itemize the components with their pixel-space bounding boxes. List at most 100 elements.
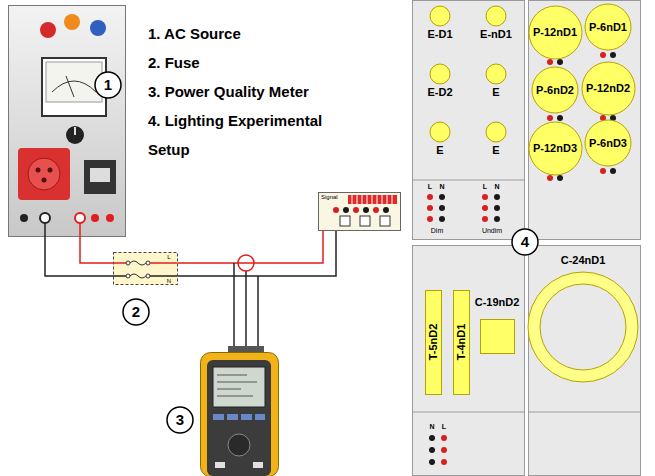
fuse-wire bbox=[150, 262, 177, 264]
meter-key bbox=[253, 462, 263, 468]
switch-label: Dim bbox=[431, 227, 443, 235]
callout-number: 3 bbox=[176, 411, 184, 429]
terminal-dot bbox=[557, 59, 563, 65]
terminal-dot bbox=[363, 207, 369, 213]
callout-circles bbox=[95, 72, 538, 433]
ring-lamp bbox=[527, 271, 639, 383]
terminal-dot bbox=[441, 435, 447, 441]
switch-label: Undim bbox=[482, 227, 502, 235]
switch bbox=[360, 216, 370, 226]
signal-board bbox=[319, 193, 401, 231]
terminal-dot bbox=[333, 207, 339, 213]
terminal-dot bbox=[441, 459, 447, 465]
bulb-circle bbox=[582, 62, 635, 115]
meter-lead bbox=[233, 263, 235, 352]
terminal-label: N bbox=[429, 423, 434, 431]
callout-circle bbox=[123, 299, 149, 325]
terminal-dot bbox=[547, 175, 553, 181]
lamp-node: E-D2 bbox=[427, 63, 452, 99]
terminal-dot bbox=[429, 435, 435, 441]
bulb-node: P-12nD1 bbox=[528, 5, 583, 60]
callout-number: 1 bbox=[104, 76, 112, 94]
terminal-dot bbox=[383, 207, 389, 213]
ring-outer bbox=[528, 272, 638, 382]
lamp-node: E bbox=[485, 63, 507, 99]
square-lamp bbox=[480, 319, 515, 354]
tube-lamp-node: T-5nD2 bbox=[425, 290, 442, 395]
meter-key bbox=[213, 414, 224, 420]
lamp-label: E bbox=[492, 86, 499, 99]
live-wire bbox=[80, 223, 113, 263]
terminal bbox=[91, 214, 99, 222]
lamp-label: E-nD1 bbox=[480, 28, 512, 41]
lamp-label: C-24nD1 bbox=[561, 254, 606, 267]
lamp-label: E-D1 bbox=[427, 28, 452, 41]
lamp-label: P-6nD2 bbox=[536, 84, 574, 97]
legend-item: 1. AC Source bbox=[148, 19, 241, 48]
terminal-dot bbox=[439, 216, 445, 222]
terminal-dot bbox=[429, 447, 435, 453]
bulb-node: P-6nD1 bbox=[584, 3, 632, 51]
breaker bbox=[84, 160, 116, 194]
rotary-switch bbox=[66, 126, 84, 144]
panel bbox=[413, 1, 525, 240]
meter-dial bbox=[228, 434, 250, 456]
live-wire bbox=[177, 206, 330, 263]
lamp-node: E-nD1 bbox=[480, 5, 512, 41]
meter-scale bbox=[52, 81, 96, 92]
current-clamp bbox=[238, 255, 254, 271]
socket-pin bbox=[48, 168, 53, 173]
meter-face bbox=[46, 62, 102, 102]
fuse-symbol bbox=[130, 274, 146, 278]
lamp-circle bbox=[486, 6, 506, 26]
source-housing bbox=[9, 6, 126, 237]
lamp-label: T-5nD2 bbox=[427, 324, 440, 361]
terminal-dot bbox=[482, 216, 488, 222]
meter-key bbox=[241, 414, 252, 420]
terminal-dot bbox=[547, 59, 553, 65]
board bbox=[319, 193, 401, 231]
bulb-circle bbox=[532, 67, 578, 113]
lamp-symbol bbox=[429, 63, 451, 85]
lighting-panels bbox=[412, 1, 641, 476]
blue-knob bbox=[90, 20, 106, 36]
terminal bbox=[40, 213, 50, 223]
lamp-symbol bbox=[485, 5, 507, 27]
bulb-circle bbox=[585, 120, 631, 166]
fuse-contact bbox=[126, 261, 130, 265]
callout-number: 4 bbox=[521, 233, 529, 251]
meter-face bbox=[207, 360, 271, 476]
legend-item: 3. Power Quality Meter bbox=[148, 77, 309, 106]
terminal-dot bbox=[494, 194, 500, 200]
terminal-dot bbox=[429, 459, 435, 465]
terminal-dot bbox=[441, 447, 447, 453]
bulb-node: P-6nD3 bbox=[584, 119, 632, 167]
lamp-circle bbox=[430, 6, 450, 26]
terminal-dot bbox=[557, 175, 563, 181]
bulb-circle bbox=[529, 122, 582, 175]
meter-needle bbox=[66, 76, 74, 97]
panel-divider bbox=[412, 412, 525, 413]
lamp-node: E bbox=[429, 121, 451, 157]
meter-screen bbox=[213, 367, 265, 407]
bulb-circle bbox=[585, 4, 631, 50]
terminal-dot bbox=[427, 216, 433, 222]
fuse-symbol bbox=[130, 261, 146, 265]
terminal-label: L bbox=[167, 254, 170, 261]
lamp-label: C-19nD2 bbox=[475, 296, 520, 309]
strip-divider bbox=[352, 195, 392, 204]
fuse-housing bbox=[114, 253, 178, 285]
terminal-dot bbox=[427, 205, 433, 211]
power-quality-meter bbox=[201, 346, 279, 476]
panel-divider bbox=[528, 412, 641, 413]
panel bbox=[529, 246, 641, 476]
tube-lamp-node: T-4nD1 bbox=[453, 290, 470, 395]
terminal-dot bbox=[610, 168, 616, 174]
lamp-label: P-12nD1 bbox=[533, 26, 577, 39]
red-knob bbox=[40, 22, 56, 38]
terminal-dot bbox=[482, 205, 488, 211]
lamp-label: P-6nD1 bbox=[589, 21, 627, 34]
panel bbox=[529, 1, 641, 240]
terminal-label: N bbox=[167, 278, 171, 285]
breaker-window bbox=[90, 168, 110, 182]
